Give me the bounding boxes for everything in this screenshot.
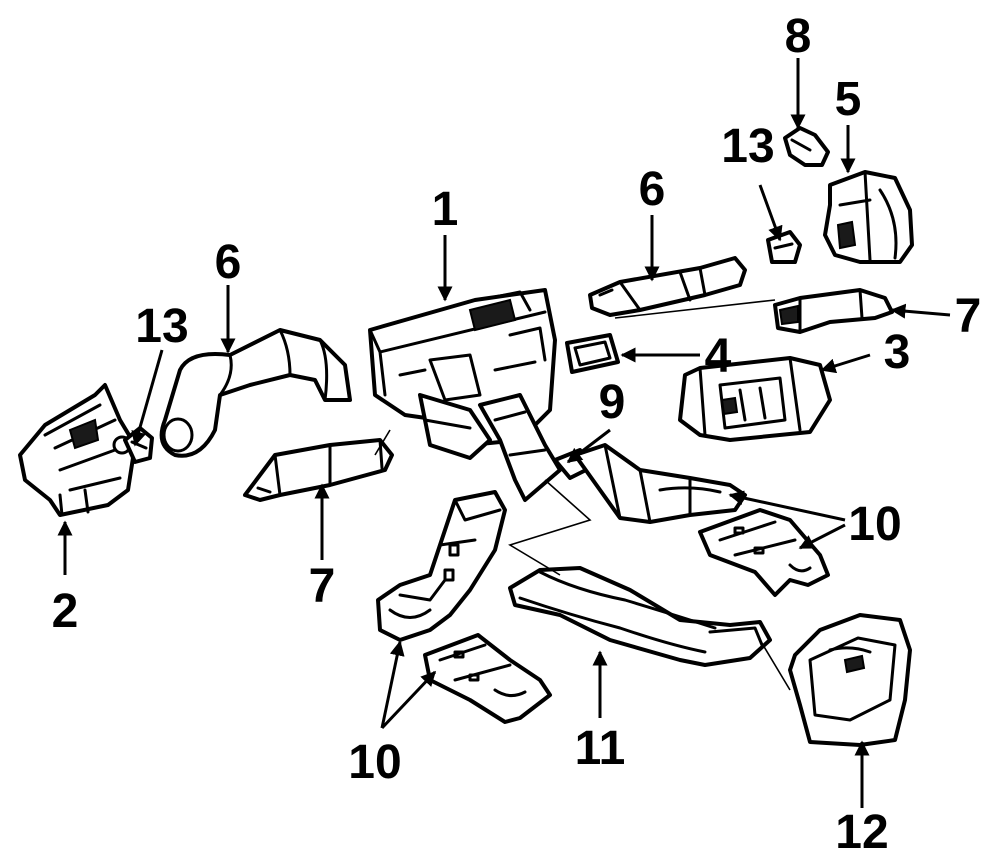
part-10-bracket-right — [698, 508, 830, 597]
part-12-rear-outlet — [788, 613, 912, 747]
part-2-housing — [18, 383, 137, 517]
callout-1: 1 — [432, 183, 459, 236]
part-11-rear-duct — [508, 566, 772, 667]
callout-7-left: 7 — [309, 560, 336, 613]
part-7-duct-left — [243, 438, 394, 502]
callout-8: 8 — [785, 10, 812, 63]
callout-10-right: 10 — [848, 498, 901, 551]
part-6-duct-center — [588, 256, 747, 317]
callout-4: 4 — [705, 330, 732, 383]
callout-3: 3 — [884, 326, 911, 379]
callout-5: 5 — [835, 73, 862, 126]
callout-7-right: 7 — [955, 290, 982, 343]
part-7-duct-right — [773, 288, 894, 334]
part-10-duct-left — [376, 490, 507, 642]
callout-2: 2 — [52, 585, 79, 638]
callout-labels: 1 2 3 4 5 6 6 7 7 8 9 10 10 11 12 13 13 — [52, 10, 982, 857]
callout-13-right: 13 — [721, 120, 774, 173]
part-10-duct-right — [573, 443, 747, 524]
callout-13-left: 13 — [135, 300, 188, 353]
part-13-clip-right — [766, 230, 802, 264]
alignment-lines — [374, 299, 791, 691]
callout-10-left: 10 — [348, 736, 401, 789]
part-8-cap — [783, 126, 830, 167]
callout-6-center: 6 — [639, 163, 666, 216]
part-4-seal — [565, 333, 620, 374]
leader-lines — [57, 58, 951, 808]
callout-12: 12 — [835, 806, 888, 857]
part-3-vent-housing — [678, 356, 832, 442]
callout-9: 9 — [599, 376, 626, 429]
part-10-bracket-left — [423, 633, 552, 724]
callout-6-left: 6 — [215, 236, 242, 289]
callout-11: 11 — [575, 722, 626, 775]
part-5-elbow — [823, 170, 914, 264]
part-6-duct-left — [159, 328, 352, 458]
